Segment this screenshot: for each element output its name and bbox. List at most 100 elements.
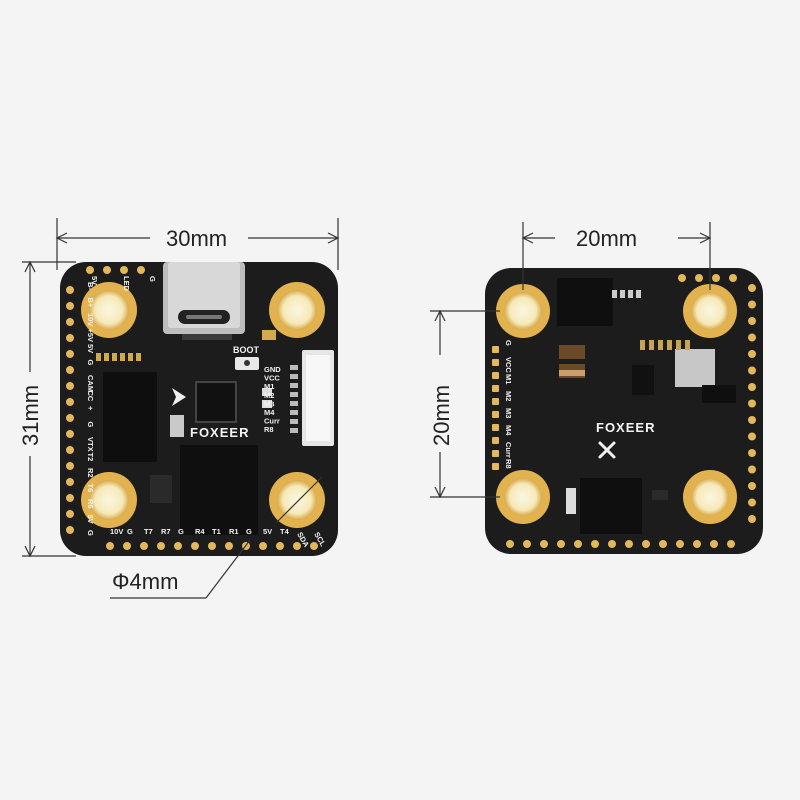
solder-pad: [66, 286, 74, 294]
smd-component: [676, 340, 681, 350]
side-pad-label: M4: [504, 425, 513, 436]
hole-diameter-leader: [110, 476, 323, 599]
bottom-pad-label: R1: [229, 527, 239, 536]
left-chip-mcu: [180, 445, 258, 535]
solder-pad: [678, 274, 686, 282]
solder-pad: [676, 540, 684, 548]
side-pad-label: G: [86, 360, 95, 366]
bottom-pad-label: T7: [144, 527, 153, 536]
right-height-dimension: [430, 309, 500, 499]
left-motor-connector: [302, 350, 334, 446]
connector-pin-label: VCC: [264, 374, 280, 383]
solder-pad: [748, 383, 756, 391]
smd-component: [104, 353, 109, 361]
side-pad-label: T6: [86, 484, 95, 493]
right-width-label: 20mm: [576, 226, 637, 251]
solder-pad: [492, 385, 499, 392]
smd-component: [649, 340, 654, 350]
solder-pad: [66, 526, 74, 534]
smd-component: [667, 340, 672, 350]
solder-pad: [608, 540, 616, 548]
solder-pad: [748, 416, 756, 424]
bottom-pad-label: 5V: [263, 527, 272, 536]
top-pad-label: 5V: [90, 276, 99, 285]
solder-pad: [727, 540, 735, 548]
side-pad-label: G: [504, 340, 513, 346]
bottom-pad-label: G: [246, 527, 252, 536]
solder-pad: [492, 411, 499, 418]
bottom-pad-label: T4: [280, 527, 290, 536]
solder-pad: [225, 542, 233, 550]
left-mount-holes: [81, 282, 325, 528]
side-pad-label: M2: [504, 391, 513, 401]
solder-pad: [695, 274, 703, 282]
solder-pad: [523, 540, 531, 548]
bottom-pad-label: R4: [195, 527, 205, 536]
side-pad-label: R2: [86, 468, 95, 478]
solder-pad: [123, 542, 131, 550]
side-pad-label: R6: [86, 499, 95, 509]
solder-pad: [729, 274, 737, 282]
solder-pad: [293, 542, 301, 550]
solder-pad: [574, 540, 582, 548]
connector-pin-label: M4: [264, 408, 275, 417]
smd-component: [658, 340, 663, 350]
solder-pad: [748, 366, 756, 375]
solder-pad: [492, 372, 499, 379]
solder-pad: [748, 482, 756, 490]
right-chip-bottom: [580, 478, 642, 534]
right-brand-text: FOXEER: [596, 420, 655, 435]
solder-pad: [540, 540, 548, 548]
solder-pad: [712, 274, 720, 282]
solder-pad: [748, 333, 756, 342]
solder-pad: [66, 478, 74, 486]
right-inductor: [675, 349, 715, 387]
bottom-pad-label: 10V: [110, 527, 123, 536]
solder-pad: [120, 266, 128, 274]
connector-contact: [290, 410, 298, 415]
solder-pad: [748, 317, 756, 325]
solder-pad: [174, 542, 182, 550]
bottom-pad-label: R7: [161, 527, 171, 536]
left-brand-arrow-icon: [172, 388, 186, 406]
connector-contact: [290, 419, 298, 424]
solder-pad: [191, 542, 199, 550]
usb-c-connector: [163, 262, 245, 334]
smd-component: [640, 340, 645, 350]
side-pad-label: B-: [86, 282, 95, 290]
top-pad-label: G: [148, 276, 157, 282]
side-pad-label: M3: [504, 408, 513, 418]
side-pad-label: Curr: [504, 442, 513, 458]
side-pad-label: G: [86, 422, 95, 428]
side-pad-label: CC: [86, 391, 95, 402]
bottom-pad-label: G: [178, 527, 184, 536]
smd-component: [96, 353, 101, 361]
smd-component: [685, 340, 690, 350]
left-brand-text: FOXEER: [190, 425, 249, 440]
solder-pad: [492, 450, 499, 457]
side-pad-label: T2: [86, 453, 95, 462]
connector-contact: [290, 392, 298, 397]
solder-pad: [66, 430, 74, 438]
solder-pad: [66, 382, 74, 390]
left-width-label: 30mm: [166, 226, 227, 251]
solder-pad: [748, 300, 756, 309]
side-pad-label: 10V: [86, 313, 95, 326]
solder-pad: [66, 318, 74, 326]
top-pad-label: LED: [122, 276, 131, 292]
smd-component: [636, 290, 641, 298]
right-width-dimension: [521, 222, 712, 290]
connector-pin-label: M1: [264, 382, 274, 391]
left-chip-large: [103, 372, 157, 462]
smd-component: [620, 290, 625, 298]
solder-pad: [140, 542, 148, 550]
connector-contact: [290, 401, 298, 406]
solder-pad: [492, 359, 499, 366]
side-pad-label: +: [86, 406, 95, 411]
solder-pad: [137, 266, 145, 274]
solder-pad: [748, 449, 756, 457]
solder-pad: [66, 334, 74, 342]
connector-contact: [290, 383, 298, 388]
connector-contact: [290, 365, 298, 370]
